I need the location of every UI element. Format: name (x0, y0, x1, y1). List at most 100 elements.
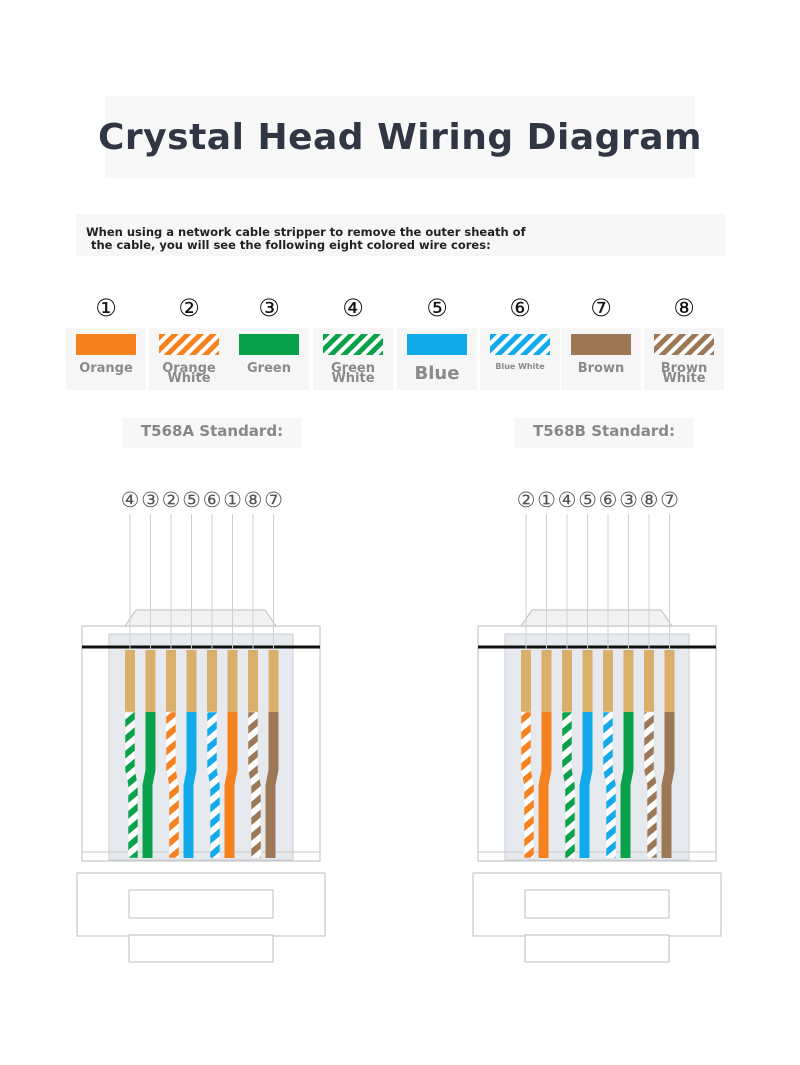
swatch-brown (571, 334, 631, 355)
intro-line-1: When using a network cable stripper to r… (86, 225, 526, 239)
gold-contact (664, 650, 675, 712)
wire-key-item: ① Orange (66, 294, 146, 390)
intro-text: When using a network cable stripper to r… (86, 226, 546, 252)
wire-core (602, 711, 617, 859)
wire-core (206, 711, 221, 859)
wire-core (538, 712, 552, 858)
wire-core (620, 712, 634, 858)
pin-number: ① (537, 488, 556, 512)
gold-contact (521, 650, 531, 712)
wire-label: Green (247, 361, 291, 376)
pin-number: ② (517, 488, 536, 512)
wire-number: ④ (342, 294, 364, 322)
wire-core (224, 712, 238, 858)
pin-number: ② (162, 488, 181, 512)
gold-contact (582, 650, 593, 712)
swatch-brown-white (654, 334, 714, 355)
pin-number: ⑧ (244, 488, 263, 512)
wire-core (165, 711, 180, 859)
gold-contact (562, 650, 572, 712)
page-title: Crystal Head Wiring Diagram (98, 116, 703, 158)
wire-core (247, 711, 262, 859)
connector-top-ridge (519, 609, 674, 627)
gold-contact (145, 650, 156, 712)
pin-number: ⑤ (578, 488, 597, 512)
wire-core (265, 712, 279, 858)
gold-contact (248, 650, 258, 712)
connector-inner-well (504, 633, 690, 861)
intro-band (76, 214, 726, 256)
pin-number: ③ (141, 488, 160, 512)
wire-label: Blue (414, 363, 460, 384)
wire-key-item: ⑤ Blue (397, 294, 477, 390)
connector-base-slot (524, 889, 670, 919)
wire-core (142, 712, 156, 858)
connector-strain-relief (524, 934, 670, 963)
intro-line-2: the cable, you will see the following ei… (91, 238, 491, 252)
pin-number: ⑦ (660, 488, 679, 512)
swatch-green-white (323, 334, 383, 355)
pin-number: ⑧ (640, 488, 659, 512)
wire-core (183, 712, 197, 858)
title-band: Crystal Head Wiring Diagram (98, 96, 702, 178)
wire-number: ① (95, 294, 117, 322)
wire-core (579, 712, 593, 858)
wire-label: Orange (79, 361, 133, 376)
gold-contact (227, 650, 238, 712)
wire-core (520, 711, 535, 859)
t568a-label: T568A Standard: (122, 418, 302, 448)
wire-key-item: ⑦ Brown (561, 294, 641, 390)
gold-contact (623, 650, 634, 712)
pin-number: ④ (558, 488, 577, 512)
swatch-orange (76, 334, 136, 355)
wire-label: Blue White (495, 362, 545, 371)
connector-inner-well (108, 633, 294, 861)
pin-number: ④ (121, 488, 140, 512)
pin-number: ① (223, 488, 242, 512)
wire-number: ⑧ (673, 294, 695, 322)
wire-number: ⑤ (426, 294, 448, 322)
t568b-label: T568B Standard: (514, 418, 694, 448)
pin-number: ⑥ (599, 488, 618, 512)
wire-core (661, 712, 675, 858)
pin-number: ⑥ (203, 488, 222, 512)
swatch-blue (407, 334, 467, 355)
wire-number: ⑥ (509, 294, 531, 322)
gold-contact (268, 650, 279, 712)
wire-number: ② (178, 294, 200, 322)
wire-core (643, 711, 658, 859)
wire-key-item: ⑥ Blue White (480, 294, 560, 390)
pin-number: ③ (619, 488, 638, 512)
gold-contact (166, 650, 176, 712)
wire-key-item: ③ Green (229, 294, 309, 390)
connector-strain-relief (128, 934, 274, 963)
swatch-blue-white (490, 334, 550, 355)
swatch-green (239, 334, 299, 355)
pin-number: ⑤ (182, 488, 201, 512)
gold-contact (186, 650, 197, 712)
wire-number: ⑦ (590, 294, 612, 322)
gold-contact (541, 650, 552, 712)
swatch-orange-white (159, 334, 219, 355)
gold-contact (603, 650, 613, 712)
gold-contact (125, 650, 135, 712)
connector-top-ridge (123, 609, 278, 627)
gold-contact (644, 650, 654, 712)
wire-number: ③ (258, 294, 280, 322)
wire-label: Brown (577, 361, 625, 376)
pin-number: ⑦ (264, 488, 283, 512)
wire-core (124, 711, 139, 859)
gold-contact (207, 650, 217, 712)
connector-base-slot (128, 889, 274, 919)
wire-core (561, 711, 576, 859)
